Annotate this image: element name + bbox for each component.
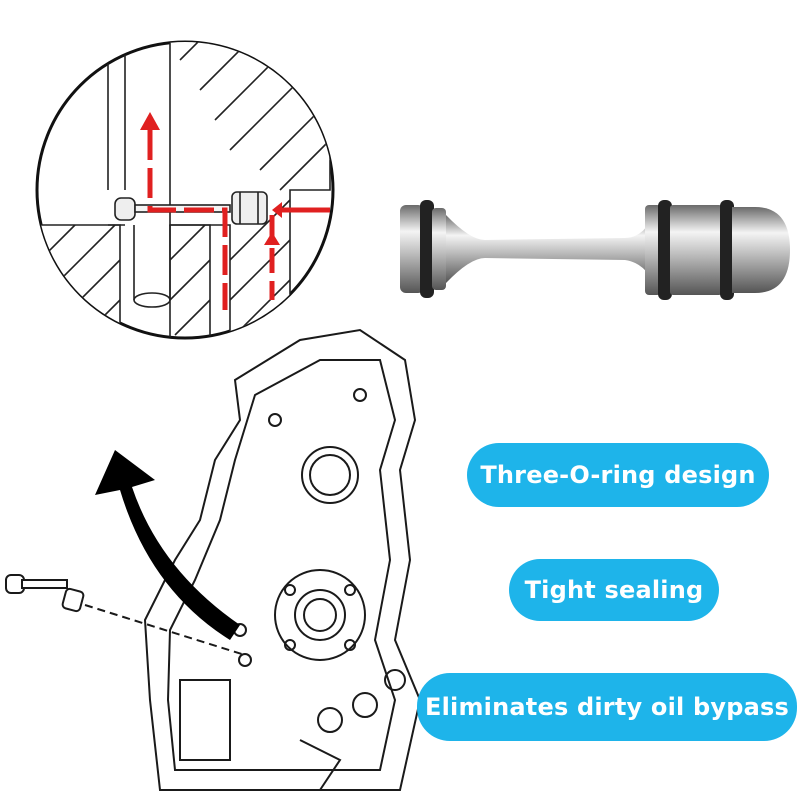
engine-front-cover-drawing — [143, 328, 422, 791]
pin-in-section — [114, 191, 268, 225]
cross-section-detail — [35, 40, 335, 340]
feature-label-eliminates-bypass: Eliminates dirty oil bypass — [420, 676, 794, 738]
oil-flow-arrows — [140, 112, 330, 310]
bypass-plug-photo — [400, 200, 790, 300]
feature-label-three-o-ring: Three-O-ring design — [470, 446, 766, 504]
removed-plug-drawing — [5, 574, 246, 656]
curved-arrow-icon — [95, 450, 240, 640]
feature-label-tight-sealing: Tight sealing — [512, 562, 716, 618]
